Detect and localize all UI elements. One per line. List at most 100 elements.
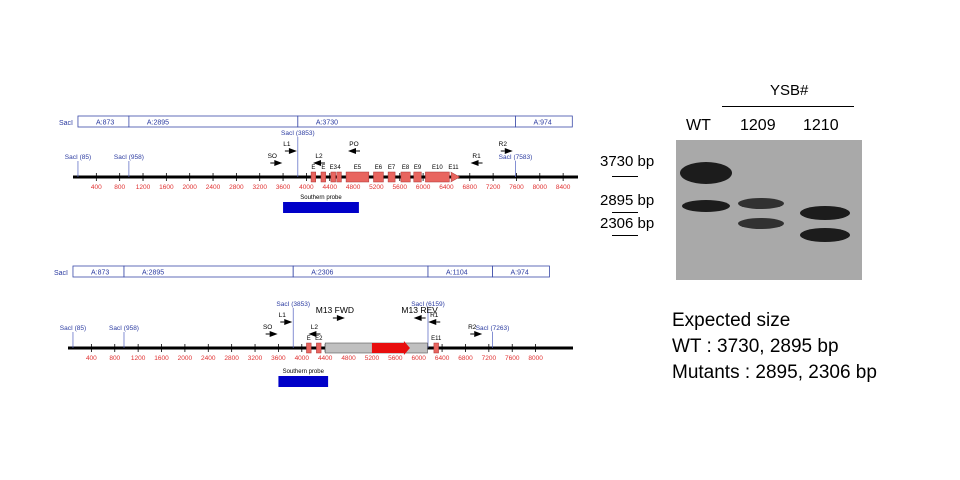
map1-exon	[330, 171, 336, 183]
map2-bar-segment-label: A:873	[91, 270, 109, 277]
map1-tick-label: 2400	[206, 184, 221, 191]
map1-exon	[413, 171, 422, 183]
ysb-bracket-line	[722, 106, 854, 107]
map2-site-label: SacI (85)	[60, 325, 86, 332]
map2-primer-arrow	[284, 319, 293, 325]
map1-exon-label: E	[311, 165, 315, 171]
map1-exon	[345, 171, 370, 183]
map1-tick-label: 7600	[509, 184, 524, 191]
map2-exon-label: E2	[315, 336, 323, 342]
map2-exon	[316, 342, 322, 354]
map1-tick-label: 6800	[463, 184, 478, 191]
map1-primer-label: R1	[472, 153, 481, 160]
map2-primer-arrow	[269, 331, 278, 337]
map2-primer-arrow	[474, 331, 483, 337]
map1-primer-label: SO	[268, 153, 277, 160]
map1-tick-label: 6000	[416, 184, 431, 191]
map2-tick-label: 1600	[154, 355, 169, 362]
map2-southern-probe	[278, 376, 329, 387]
map2-tick-label: 2800	[224, 355, 239, 362]
map1-exon	[400, 171, 411, 183]
map2-tick-label: 6400	[435, 355, 450, 362]
map2-exon-label: E	[307, 336, 311, 342]
map1-tick-label: 5200	[369, 184, 384, 191]
size-marker-2306-line	[612, 235, 638, 236]
map1-exon-label: E7	[388, 165, 396, 171]
map1-site-label: SacI (958)	[114, 154, 144, 161]
map1-tick-label: 8000	[533, 184, 548, 191]
expected-wt: WT : 3730, 2895 bp	[672, 336, 839, 357]
map2-exon	[306, 342, 312, 354]
map1-exon-label: E5	[354, 165, 362, 171]
map1-bar-segment-label: A:974	[533, 120, 551, 127]
map1-tick-label: 1600	[159, 184, 174, 191]
map2-tick-label: 2000	[178, 355, 193, 362]
lane-label-wt: WT	[686, 117, 711, 134]
map1-exon	[320, 171, 326, 183]
map2-primer-arrow	[308, 331, 317, 337]
map1-tick-label: 7200	[486, 184, 501, 191]
map1-exon	[373, 171, 384, 183]
map2-tick-label: 7600	[505, 355, 520, 362]
band-1209-2895	[738, 198, 784, 209]
map1-tick-label: 4800	[346, 184, 361, 191]
map2-exon-label: E11	[431, 336, 442, 342]
size-marker-3730: 3730 bp	[600, 153, 655, 170]
ysb-group-label: YSB#	[770, 82, 809, 99]
map2-bar-segment	[492, 265, 550, 278]
map2-tick-label: 4800	[341, 355, 356, 362]
band-wt-2895	[682, 200, 730, 212]
band-1210-2306	[800, 228, 850, 242]
map2-site-label: SacI (6159)	[411, 301, 445, 308]
map2-primer-arrow	[413, 315, 422, 321]
map2-primer-arrow	[336, 315, 345, 321]
map2-primer-label: L2	[311, 324, 319, 331]
band-1210-2895	[800, 206, 850, 220]
map1-exon-label: E11	[448, 165, 459, 171]
map1-southern-probe-label: Southern probe	[300, 195, 342, 201]
map1-bar-segment-label: A:3730	[316, 120, 338, 127]
map2-bar-segment-label: A:974	[511, 270, 529, 277]
map1-tick-label: 800	[114, 184, 125, 191]
map1-exon-label: E8	[402, 165, 410, 171]
map1-exon-label: E10	[432, 165, 443, 171]
map2-tick-label: 3200	[248, 355, 263, 362]
map2-insert-arrow	[371, 341, 410, 355]
map2-primer-label: R1	[430, 312, 439, 319]
map1-exon-label: 4	[337, 165, 341, 171]
gel-image	[676, 140, 862, 280]
map1-exon-label: E6	[375, 165, 383, 171]
map1-exon-label: E	[321, 165, 325, 171]
map1-tick-label: 5600	[393, 184, 408, 191]
expected-title: Expected size	[672, 310, 791, 331]
band-wt-3730	[680, 162, 732, 184]
map1-exon-label: E9	[414, 165, 422, 171]
map1-primer-arrow	[504, 148, 513, 154]
map1-primer-arrow	[288, 148, 297, 154]
map2-tick-label: 5200	[365, 355, 380, 362]
map2-tick-label: 7200	[482, 355, 497, 362]
map2-site-label: SacI (958)	[109, 325, 139, 332]
map1-exon	[336, 171, 342, 183]
size-marker-3730-line	[612, 176, 638, 177]
map2-bar-segment-label: A:1104	[446, 270, 468, 277]
map2-tick-label: 6000	[411, 355, 426, 362]
map2-tick-label: 5600	[388, 355, 403, 362]
map1-bar-segment-label: A:873	[96, 120, 114, 127]
map2-primer-label: SO	[263, 324, 272, 331]
map1-site-label: SacI (7583)	[499, 154, 533, 161]
map1-tick-label: 3600	[276, 184, 291, 191]
size-marker-2895: 2895 bp	[600, 192, 655, 209]
map2-primer-label: M13 REV	[401, 305, 438, 315]
map2-tick-label: 1200	[131, 355, 146, 362]
map1-primer-arrow	[312, 160, 321, 166]
lane-label-1210: 1210	[803, 117, 839, 134]
map1-tick-label: 400	[91, 184, 102, 191]
map1-tick-label: 4000	[299, 184, 314, 191]
map1-primer-label: R2	[499, 141, 508, 148]
map1-primer-label: PO	[349, 141, 358, 148]
expected-size-text: Expected size WT : 3730, 2895 bp Mutants…	[672, 308, 877, 386]
map1-tick-label: 6400	[439, 184, 454, 191]
map2-southern-probe-label: Southern probe	[283, 369, 325, 375]
map1-tick-label: 3200	[252, 184, 267, 191]
